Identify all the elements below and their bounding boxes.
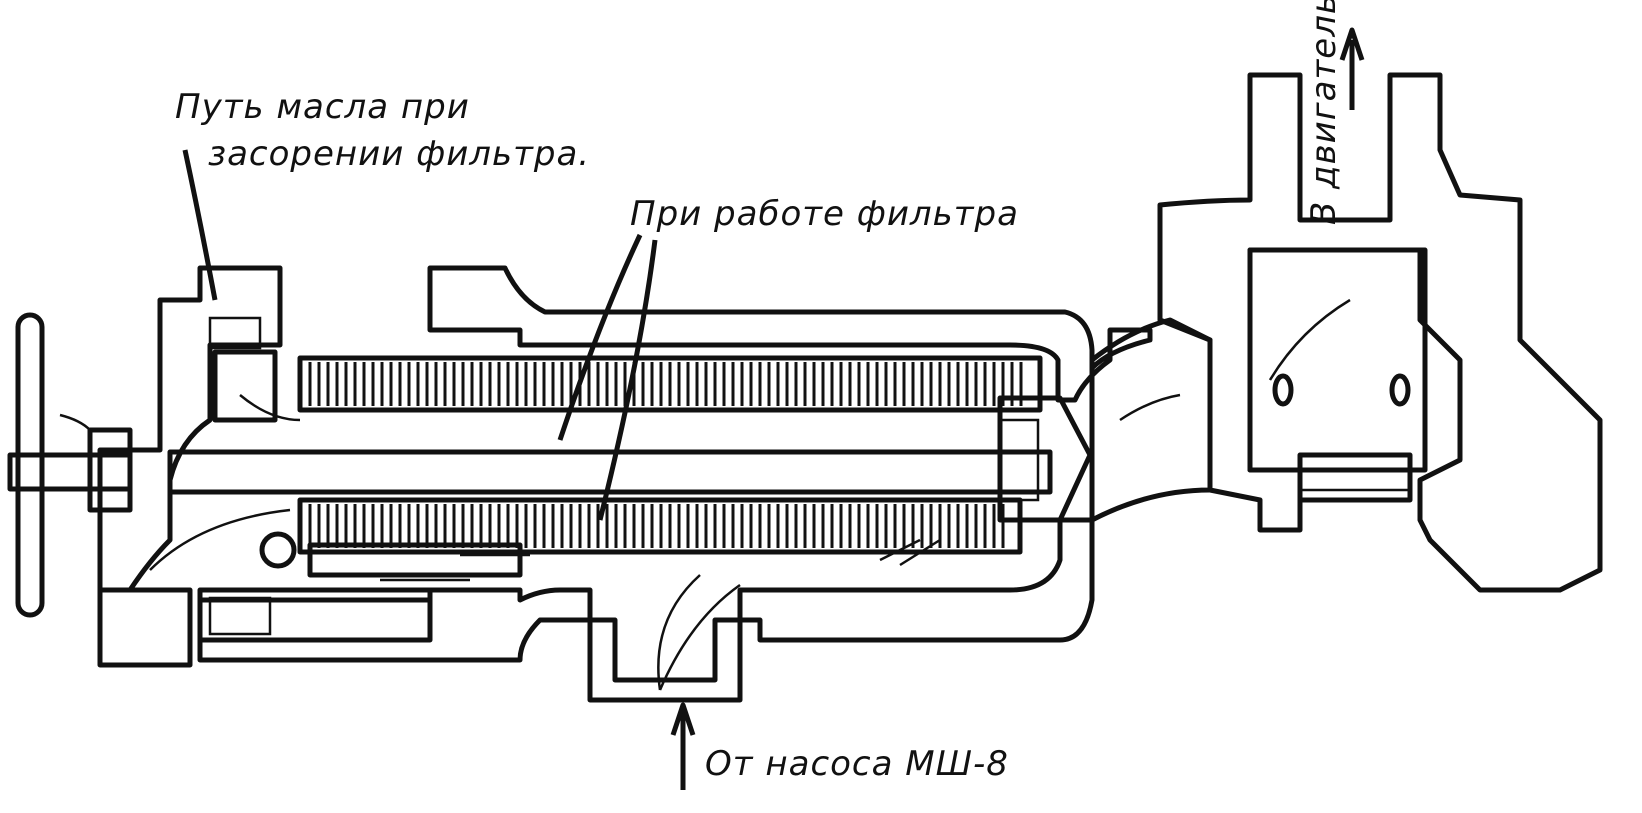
filter-working-label: При работе фильтра [630, 194, 1019, 234]
filter-housing [97, 265, 1153, 703]
from-pump-label: От насоса МШ-8 [705, 744, 1009, 784]
oil-flow-arrows [149, 298, 1351, 691]
filter-element [167, 355, 1093, 578]
to-engine-label: В двигатель [1304, 0, 1344, 225]
leader-lines [182, 27, 1365, 790]
bypass-path-label-line1: Путь масла при [175, 87, 470, 127]
drain-handle [7, 312, 133, 618]
outlet-valve-body [1089, 72, 1603, 593]
bypass-path-label-line2: засорении фильтра. [208, 134, 590, 174]
